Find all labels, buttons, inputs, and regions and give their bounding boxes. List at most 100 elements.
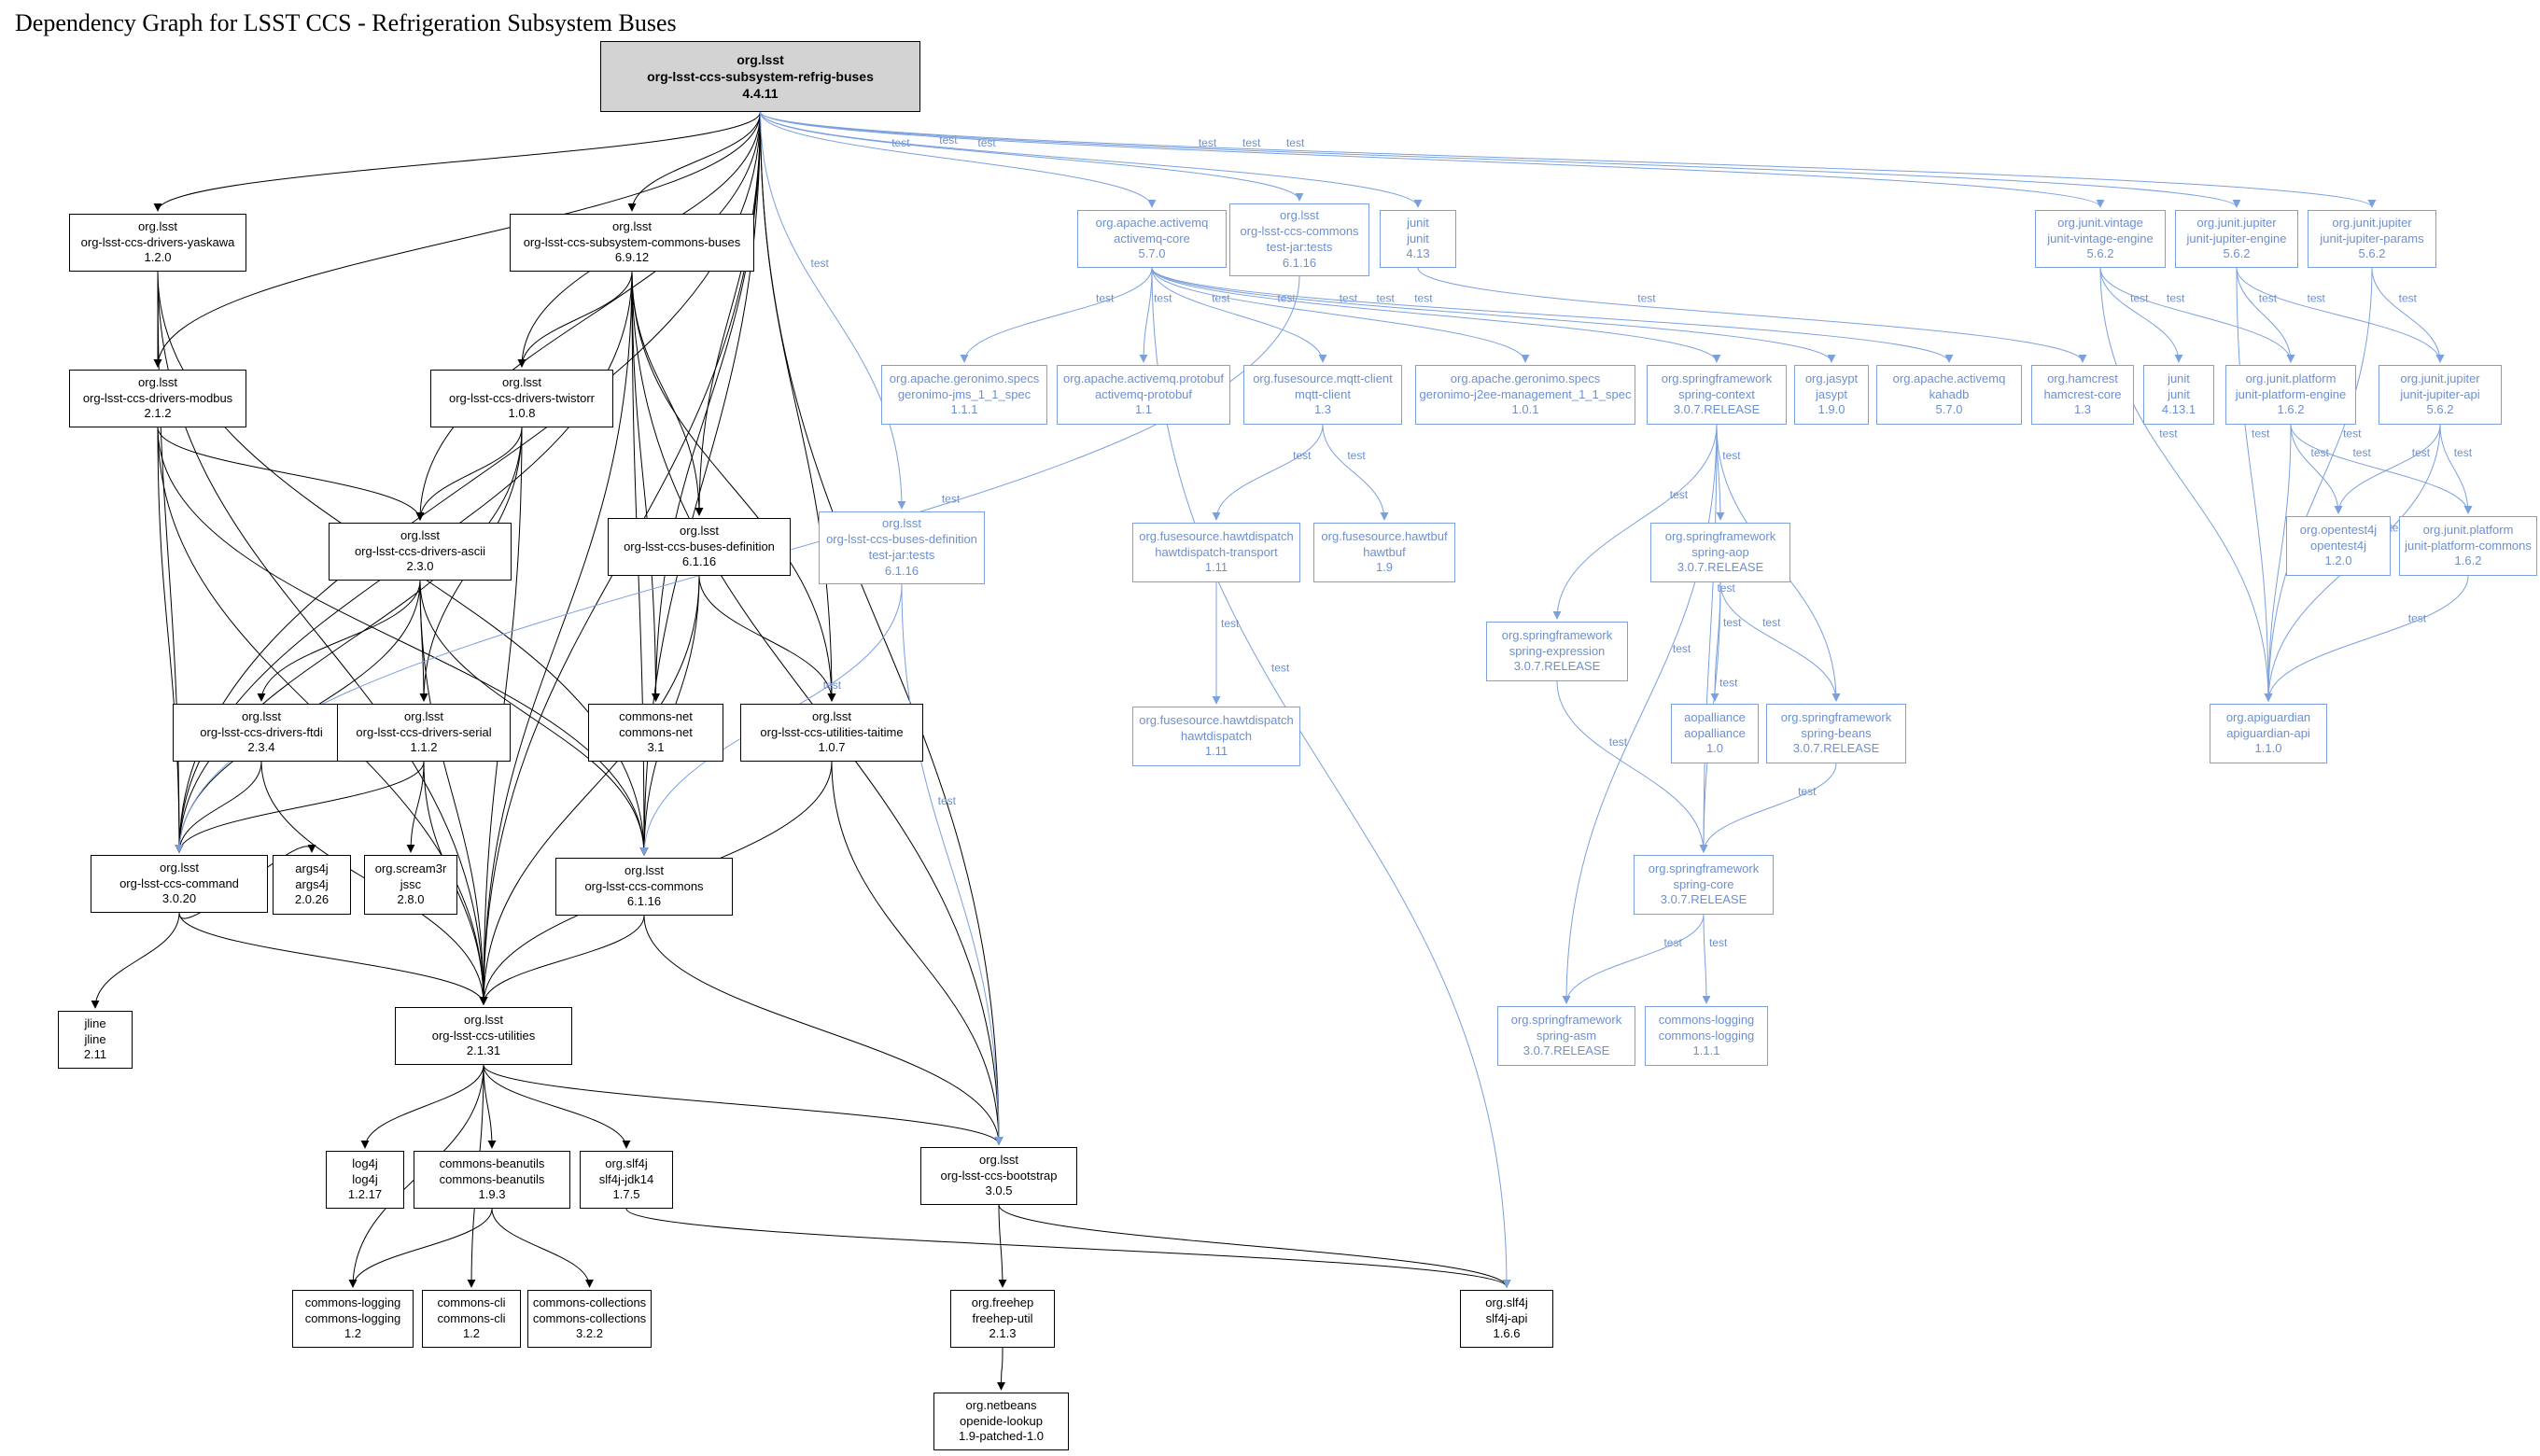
edge-activemq-core-to-spring-context <box>1151 267 1721 363</box>
edge-activemq-core-to-kahadb <box>1151 267 1954 363</box>
edge-refrig-buses-to-ccs-commons-tests <box>760 111 1304 202</box>
edge-label-test: test <box>1293 449 1312 462</box>
edge-drivers-modbus-to-ccs-command <box>157 427 184 853</box>
edge-refrig-buses-to-drivers-ascii <box>415 111 761 521</box>
edge-spring-context-to-spring-expression <box>1552 424 1718 620</box>
edge-ccs-utilities-to-slf4j-jdk14 <box>483 1064 631 1149</box>
edge-commons-beanutils-to-commons-collections <box>491 1208 594 1288</box>
edge-label-test: test <box>1271 662 1290 675</box>
edge-spring-expression-to-spring-core <box>1556 680 1708 853</box>
edge-label-test: test <box>2167 291 2185 304</box>
edge-ccs-utilities-to-log4j <box>360 1064 484 1149</box>
edge-refrig-buses-to-utilities-taitime <box>760 111 836 702</box>
edge-refrig-buses-to-junit-413 <box>760 111 1423 208</box>
edge-label-test: test <box>2252 427 2270 441</box>
edge-jupiter-engine-to-jupiter-api <box>2236 267 2445 363</box>
edge-label-test: test <box>1347 449 1366 462</box>
edge-refrig-buses-to-junit-vintage <box>760 111 2105 208</box>
edge-spring-context-to-spring-beans <box>1716 424 1841 702</box>
edge-buses-definition-to-utilities-taitime <box>698 575 836 702</box>
edge-label-test: test <box>1709 936 1728 949</box>
edge-refrig-buses-to-jupiter-params <box>760 111 2377 208</box>
edge-label-test: test <box>823 679 842 692</box>
edge-ccs-commons-tests-to-ccs-command <box>175 275 1300 853</box>
edge-jupiter-engine-to-platform-engine <box>2236 267 2295 363</box>
edge-activemq-core-to-slf4j-api <box>1151 267 1511 1288</box>
edge-spring-beans-to-spring-core <box>1699 763 1837 853</box>
edge-label-test: test <box>1609 735 1628 749</box>
edge-label-test: test <box>938 794 957 807</box>
edge-label-test: test <box>1221 617 1240 630</box>
edge-junit-vintage-to-junit-4131 <box>2099 267 2183 363</box>
edge-drivers-ascii-to-ccs-commons <box>419 580 649 856</box>
edge-ccs-utilities-to-bootstrap <box>483 1064 1003 1145</box>
edge-drivers-ascii-to-ccs-utilities <box>419 580 488 1005</box>
edge-utilities-taitime-to-bootstrap <box>831 761 1003 1145</box>
edge-mqtt-client-to-hawtbuf <box>1322 424 1389 521</box>
edge-ccs-utilities-to-commons-cli <box>467 1064 484 1288</box>
edge-label-test: test <box>942 493 961 506</box>
edge-platform-engine-to-apiguardian <box>2264 424 2292 702</box>
edge-commons-beanutils-to-commons-logging <box>348 1208 493 1288</box>
edge-label-test: test <box>1719 677 1738 690</box>
edge-slf4j-jdk14-to-slf4j-api <box>625 1208 1511 1288</box>
edge-label-test: test <box>1722 449 1741 462</box>
edge-label-test: test <box>1663 936 1682 949</box>
edge-label-test: test <box>1670 488 1689 501</box>
edge-jupiter-params-to-apiguardian <box>2264 267 2373 702</box>
edge-label-test: test <box>1723 616 1742 629</box>
edge-spring-context-to-spring-core <box>1699 424 1718 853</box>
edge-commons-buses-to-utilities-taitime <box>631 271 836 702</box>
edge-label-test: test <box>1760 521 1778 534</box>
edge-jupiter-params-to-jupiter-api <box>2371 267 2445 363</box>
edge-refrig-buses-to-activemq-core <box>760 111 1157 208</box>
edge-label-test: test <box>1154 291 1172 304</box>
edge-buses-definition-to-ccs-utilities <box>479 575 700 1005</box>
edge-spring-core-to-spring-asm <box>1562 914 1705 1004</box>
edge-bootstrap-to-freehep-util <box>998 1204 1007 1288</box>
edge-drivers-yaskawa-to-ccs-utilities <box>157 271 488 1005</box>
edge-refrig-buses-to-buses-definition <box>695 111 761 516</box>
edge-drivers-modbus-to-ccs-utilities <box>157 427 488 1005</box>
edge-mqtt-client-to-hawtdispatch-transport <box>1212 424 1324 521</box>
edge-label-test: test <box>1798 785 1817 798</box>
edge-ccs-utilities-to-commons-beanutils <box>483 1064 497 1149</box>
edge-refrig-buses-to-jupiter-engine <box>760 111 2241 208</box>
edge-refrig-buses-to-commons-net <box>652 111 761 702</box>
edge-label-test: test <box>1762 616 1781 629</box>
edge-activemq-core-to-jasypt <box>1151 267 1836 363</box>
edge-refrig-buses-to-commons-buses <box>627 111 761 212</box>
edge-label-test: test <box>811 257 830 270</box>
edge-label-test: test <box>1096 291 1115 304</box>
edge-platform-engine-to-opentest4j <box>2290 424 2343 514</box>
edge-buses-definition-tests-to-bootstrap <box>901 583 1003 1145</box>
edge-activemq-core-to-mqtt-client <box>1151 267 1327 363</box>
edge-junit-413-to-hamcrest-core <box>1417 267 2087 363</box>
edge-drivers-serial-to-jssc <box>406 761 425 853</box>
edge-junit-vintage-to-platform-engine <box>2099 267 2295 363</box>
edge-spring-aop-to-spring-beans <box>1719 581 1841 702</box>
edge-label-test: test <box>2408 612 2427 625</box>
edge-label-test: test <box>2352 446 2371 459</box>
edge-drivers-serial-to-ccs-command <box>175 761 425 853</box>
edge-jupiter-api-to-apiguardian <box>2264 424 2441 702</box>
edge-drivers-ftdi-to-ccs-command <box>175 761 262 853</box>
edge-label-test: test <box>1637 291 1656 304</box>
edge-refrig-buses-to-bootstrap <box>760 111 1003 1145</box>
edge-label-test: test <box>2399 291 2418 304</box>
edge-spring-context-to-spring-asm <box>1562 424 1718 1004</box>
edge-label-test: test <box>2288 521 2307 534</box>
edge-label-test: test <box>2310 446 2329 459</box>
edge-bootstrap-to-slf4j-api <box>998 1204 1511 1288</box>
edge-buses-definition-tests-to-ccs-commons <box>639 583 903 856</box>
edge-label-test: test <box>2454 446 2473 459</box>
edge-spring-core-to-commons-logging-111 <box>1702 914 1711 1004</box>
edge-jupiter-api-to-platform-commons <box>2439 424 2473 514</box>
edge-activemq-core-to-geronimo-jms <box>960 267 1153 363</box>
edge-drivers-twistorr-to-ccs-command <box>175 427 523 853</box>
edge-label-test: test <box>1286 136 1305 149</box>
edge-label-test: test <box>2308 291 2326 304</box>
edge-refrig-buses-to-drivers-yaskawa <box>153 111 761 212</box>
edge-commons-buses-to-bootstrap <box>631 271 1003 1145</box>
